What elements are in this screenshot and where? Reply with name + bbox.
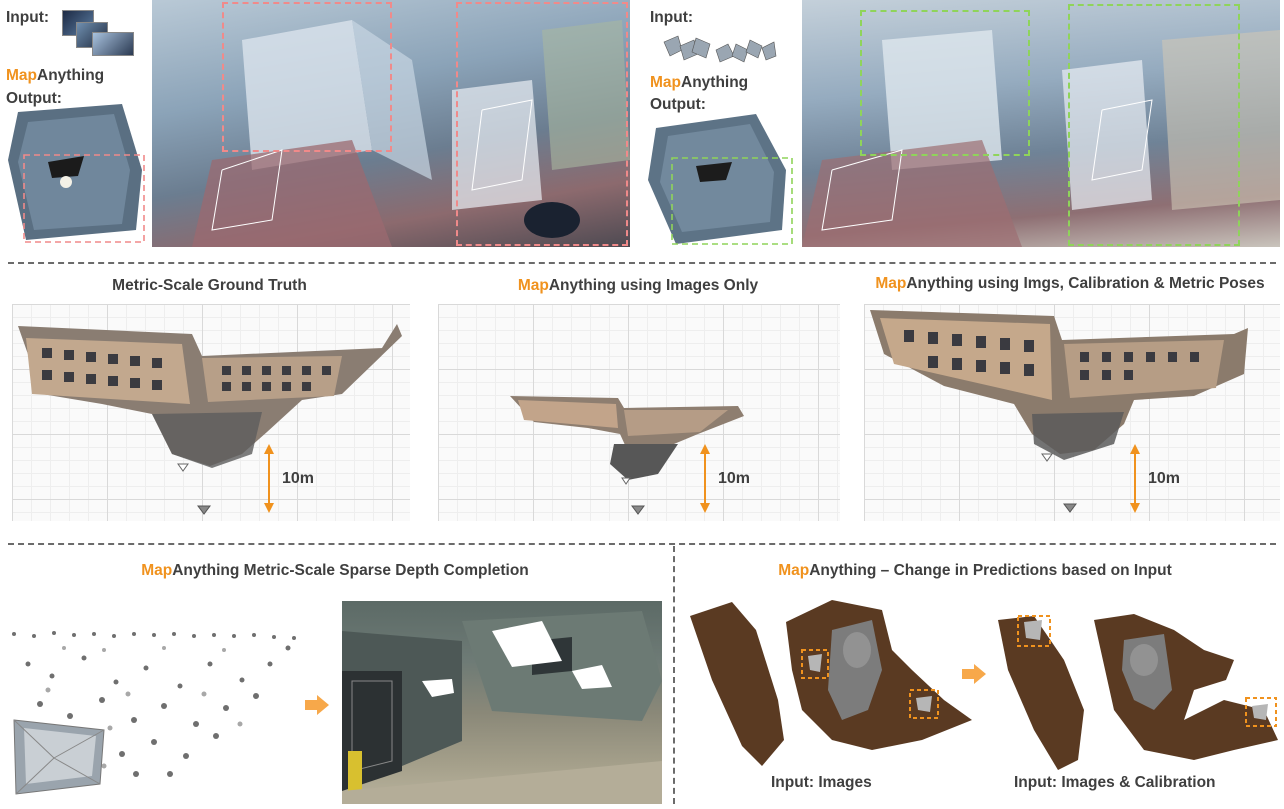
ground-truth-pointcloud bbox=[18, 324, 402, 515]
method-name-2: MapAnything bbox=[650, 74, 749, 91]
scale-label-10m-3: 10m bbox=[1148, 470, 1181, 487]
camera-box-4 bbox=[1245, 697, 1277, 727]
input-image-strip bbox=[663, 35, 777, 63]
prediction-images-calibration bbox=[998, 614, 1278, 770]
green-dashed-box-small bbox=[671, 157, 793, 245]
output-overview-reconstruction bbox=[8, 104, 145, 243]
input-image-thumb-3 bbox=[92, 32, 134, 56]
panel-title-depth-completion: MapAnything Metric-Scale Sparse Depth Co… bbox=[141, 562, 529, 579]
red-dashed-box-1 bbox=[222, 2, 392, 152]
input-label: Input: bbox=[6, 9, 50, 26]
scale-label-10m-1: 10m bbox=[282, 470, 315, 487]
green-dashed-box-2 bbox=[1068, 4, 1240, 246]
section-divider-bottom bbox=[8, 543, 1276, 545]
panel-title-images-only: MapAnything using Images Only bbox=[517, 277, 759, 294]
arrow-right-icon-2 bbox=[962, 664, 986, 684]
panel-title-ground-truth: Metric-Scale Ground Truth bbox=[112, 277, 307, 294]
caption-input-images-calibration: Input: Images & Calibration bbox=[1014, 774, 1216, 791]
camera-box-1 bbox=[801, 649, 829, 679]
full-input-grid-panel: 10m bbox=[864, 304, 1280, 521]
panel-title-change-in-predictions: MapAnything – Change in Predictions base… bbox=[778, 562, 1172, 579]
output-overview-reconstruction-2 bbox=[648, 114, 793, 245]
camera-box-2 bbox=[909, 689, 939, 719]
camera-box-3 bbox=[1017, 615, 1051, 647]
output-label: Output: bbox=[6, 90, 62, 107]
room-reconstruction-view-2 bbox=[802, 0, 1280, 247]
green-dashed-box-1 bbox=[860, 10, 1030, 156]
ground-truth-grid-panel: 10m bbox=[12, 304, 410, 521]
section-divider-top bbox=[8, 262, 1276, 264]
room-reconstruction-view-1 bbox=[152, 0, 630, 247]
method-name: MapAnything bbox=[6, 67, 105, 84]
panel-title-full-input: MapAnything using Imgs, Calibration & Me… bbox=[875, 275, 1265, 292]
scale-label-10m-2: 10m bbox=[718, 470, 751, 487]
red-dashed-box-small bbox=[23, 154, 145, 243]
red-dashed-box-2 bbox=[456, 2, 628, 246]
depth-completion-result-image bbox=[342, 601, 662, 804]
images-only-grid-panel: 10m bbox=[438, 304, 840, 521]
arrow-right-icon bbox=[305, 695, 329, 715]
caption-input-images: Input: Images bbox=[771, 774, 872, 791]
full-input-pointcloud bbox=[870, 310, 1248, 513]
images-only-pointcloud bbox=[510, 396, 744, 515]
section-divider-vertical bbox=[673, 546, 675, 804]
sparse-depth-pointcloud bbox=[12, 631, 296, 795]
prediction-images-only bbox=[690, 600, 972, 766]
input-label-2: Input: bbox=[650, 9, 694, 26]
output-label-2: Output: bbox=[650, 96, 706, 113]
